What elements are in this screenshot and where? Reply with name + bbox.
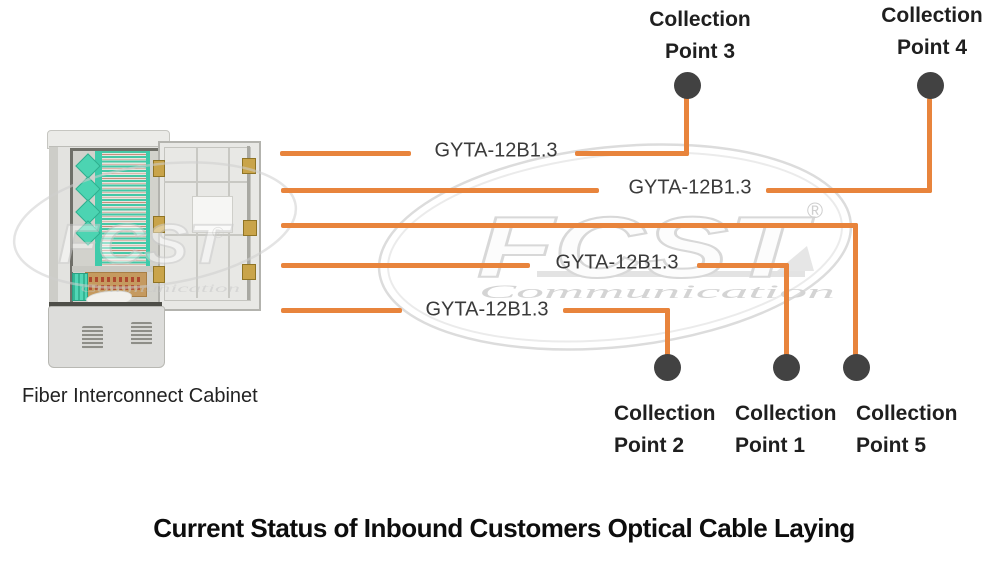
watermark-word-text: Communication	[479, 282, 835, 303]
label-collection-point-2: Collection Point 2	[614, 398, 716, 462]
cable-5-drop	[665, 308, 670, 357]
cabinet-base-gap	[49, 302, 162, 307]
label-collection-point-1: Collection Point 1	[735, 398, 837, 462]
label-line: Point 2	[614, 434, 685, 457]
cable-label: GYTA-12B1.3	[434, 139, 558, 162]
cable-2-segment	[766, 188, 932, 193]
node-collection-point-3	[674, 72, 701, 99]
registered-mark-icon: ®	[212, 225, 224, 242]
cable-3-drop	[853, 223, 858, 357]
label-collection-point-4: Collection Point 4	[881, 0, 983, 64]
tray-handle-column	[95, 151, 102, 266]
node-collection-point-4	[917, 72, 944, 99]
label-line: Collection	[856, 402, 958, 425]
cable-4-segment	[697, 263, 789, 268]
door-hinge	[153, 266, 165, 283]
teal-module-box	[72, 273, 88, 301]
cable-1-segment	[280, 151, 411, 156]
vent-grille	[82, 326, 103, 349]
cable-5-segment	[281, 308, 402, 313]
brand-watermark-small: FCST ® Communication	[12, 161, 298, 295]
cable-2-segment	[281, 188, 599, 193]
door-hinge	[153, 216, 165, 233]
cabinet-caption: Fiber Interconnect Cabinet	[22, 385, 258, 407]
watermark-brand-text: FCST	[477, 200, 814, 296]
label-line: Collection	[614, 402, 716, 425]
label-line: Point 5	[856, 434, 927, 457]
registered-mark-icon: ®	[807, 198, 823, 223]
door-latch	[243, 220, 257, 236]
node-collection-point-5	[843, 354, 870, 381]
cable-3-segment	[281, 223, 858, 228]
cabinet-shelf	[72, 266, 153, 272]
tray-edge-column	[146, 151, 150, 266]
node-collection-point-2	[654, 354, 681, 381]
label-line: Point 1	[735, 434, 806, 457]
cable-1-segment	[575, 151, 689, 156]
label-collection-point-5: Collection Point 5	[856, 398, 958, 462]
cable-label: GYTA-12B1.3	[555, 251, 679, 274]
cable-5-segment	[563, 308, 670, 313]
cable-4-segment	[281, 263, 530, 268]
watermark-brand-text: FCST	[58, 212, 234, 275]
door-rib	[164, 181, 249, 183]
label-line: Point 3	[664, 40, 736, 63]
door-rib	[164, 234, 249, 236]
cable-4-drop	[784, 263, 789, 357]
vent-grille	[131, 322, 152, 345]
door-latch	[242, 264, 256, 280]
watermark-word-text: Communication	[80, 281, 240, 295]
kraft-box-print	[89, 277, 141, 282]
cable-label: GYTA-12B1.3	[425, 298, 549, 321]
node-collection-point-1	[773, 354, 800, 381]
brand-watermark: FCST ® Communication	[377, 143, 853, 351]
label-line: Collection	[735, 402, 837, 425]
door-document-pocket	[192, 196, 233, 233]
cable-label: GYTA-12B1.3	[628, 176, 752, 199]
label-line: Collection	[881, 4, 983, 27]
label-line: Collection	[649, 8, 751, 31]
page-title: Current Status of Inbound Customers Opti…	[153, 513, 855, 543]
cable-1-riser	[684, 96, 689, 156]
label-collection-point-3: Collection Point 3	[649, 4, 751, 68]
label-line: Point 4	[896, 36, 968, 59]
cabinet-side-shade	[49, 147, 58, 307]
cable-2-riser	[927, 98, 932, 193]
